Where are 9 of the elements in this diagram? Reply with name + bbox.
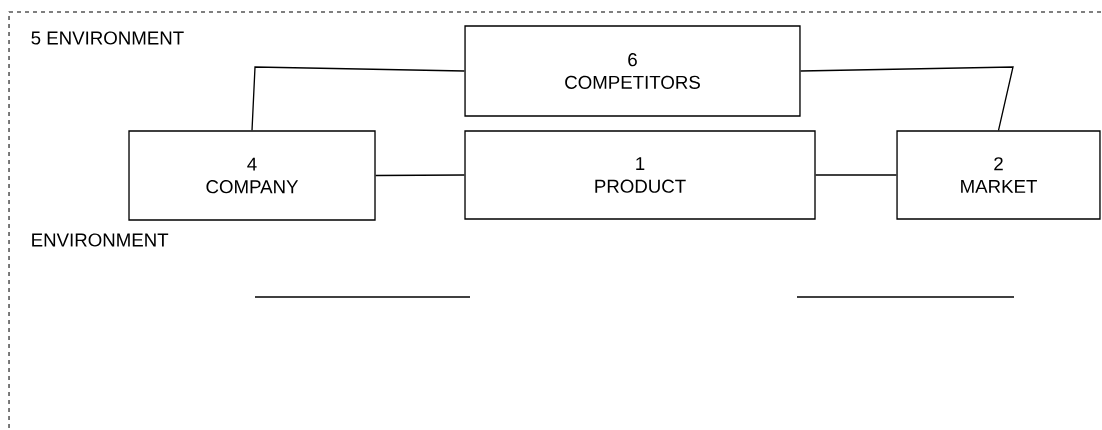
labeled-box: 6 COMPETITORS <box>464 25 801 117</box>
connector-line <box>799 66 1014 131</box>
connector-line <box>251 66 466 131</box>
connector-line <box>375 174 465 177</box>
labeled-box: 1 PRODUCT <box>464 130 816 220</box>
connector-line <box>815 174 898 176</box>
environment-label: ENVIRONMENT <box>32 233 169 247</box>
labeled-box: 4 COMPANY <box>128 130 376 221</box>
labeled-box: 2 MARKET <box>896 130 1101 220</box>
